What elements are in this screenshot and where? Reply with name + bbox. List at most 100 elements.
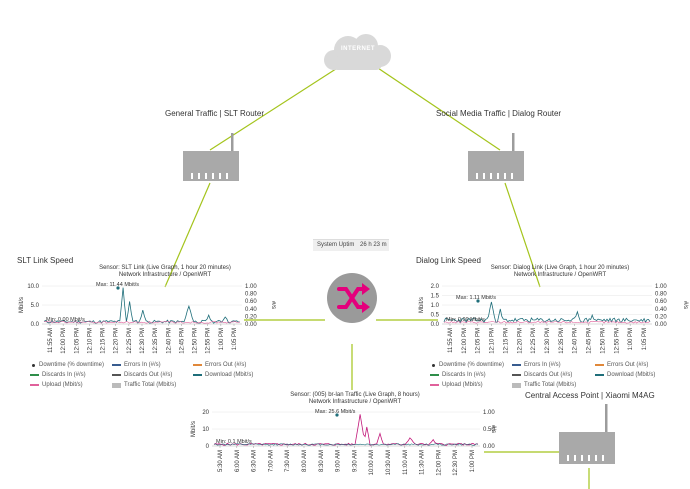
router-icon <box>468 133 524 181</box>
y2-tick-label: 0.20 <box>655 314 667 320</box>
link-internet-dialog <box>359 55 501 151</box>
y-tick-label: 10.0 <box>27 284 39 290</box>
x-tick-label: 1:05 PM <box>642 328 648 350</box>
min-label: Min: 0.00 Mbit/s <box>46 317 85 323</box>
y2-tick-label: 1.00 <box>245 284 257 290</box>
upload-series-line <box>443 320 651 324</box>
slt-link-chart[interactable]: 10.05.00.01.000.800.600.400.200.00Mbit/s… <box>14 282 276 360</box>
x-tick-label: 12:30 PM <box>545 328 551 354</box>
download-series-line <box>213 414 478 446</box>
x-tick-label: 6:30 AM <box>252 450 258 472</box>
x-tick-label: 10:00 AM <box>369 450 375 475</box>
access-point-label: Central Access Point | Xiaomi M4AG <box>525 391 655 400</box>
x-tick-label: 8:00 AM <box>302 450 308 472</box>
link-slt-chart <box>164 182 211 288</box>
router-icon <box>183 133 239 181</box>
access-point-node[interactable] <box>557 404 619 466</box>
y-tick-label: 1.5 <box>431 294 440 300</box>
x-tick-label: 12:05 PM <box>74 328 80 354</box>
dialog-link-chart[interactable]: 2.01.51.00.50.01.000.800.600.400.200.00M… <box>414 282 690 360</box>
x-tick-label: 12:10 PM <box>87 328 93 354</box>
system-uptime-box: System Uptim 26 h 23 m <box>313 239 389 251</box>
uptime-label: System Uptim <box>317 242 355 248</box>
max-marker <box>116 286 120 290</box>
x-tick-label: 12:35 PM <box>153 328 159 354</box>
download-series-line <box>443 301 651 324</box>
upload-series-line <box>214 443 479 446</box>
x-tick-label: 1:00 PM <box>470 450 476 472</box>
max-marker <box>476 299 480 303</box>
y2-tick-label: 0.00 <box>655 322 667 328</box>
y2-tick-label: 0.00 <box>483 444 495 450</box>
x-tick-label: 12:45 PM <box>179 328 185 354</box>
x-tick-label: 12:25 PM <box>531 328 537 354</box>
x-tick-label: 12:00 PM <box>61 328 67 354</box>
internet-node[interactable]: INTERNET <box>316 32 398 74</box>
x-tick-label: 12:00 PM <box>462 328 468 354</box>
x-tick-label: 5:30 AM <box>218 450 224 472</box>
x-tick-label: 12:00 PM <box>436 450 442 476</box>
x-tick-label: 12:05 PM <box>476 328 482 354</box>
x-tick-label: 10:30 AM <box>386 450 392 475</box>
slt-router-label: General Traffic | SLT Router <box>165 109 265 118</box>
min-label: Min: 0.1 Mbit/s <box>216 439 252 445</box>
x-tick-label: 12:30 PM <box>140 328 146 354</box>
x-tick-label: 1:00 PM <box>219 328 225 350</box>
access-point-icon <box>559 404 615 464</box>
upload-series-line <box>43 320 241 324</box>
x-tick-label: 9:30 AM <box>352 450 358 472</box>
core-switch-node[interactable] <box>326 272 378 324</box>
y-tick-label: 20 <box>202 410 209 416</box>
x-tick-label: 12:50 PM <box>600 328 606 354</box>
y2-tick-label: 0.60 <box>655 299 667 305</box>
y2-tick-label: 0.80 <box>655 292 667 298</box>
x-tick-label: 11:55 AM <box>48 328 54 353</box>
y-tick-label: 0.0 <box>431 322 440 328</box>
y2-axis-unit: #/s <box>270 301 276 309</box>
x-tick-label: 12:30 PM <box>453 450 459 476</box>
switch-icon <box>327 273 377 323</box>
x-tick-label: 12:55 PM <box>206 328 212 354</box>
max-label: Max: 1.11 Mbit/s <box>456 295 496 301</box>
max-label: Max: 11.44 Mbit/s <box>96 282 139 288</box>
slt-router-node[interactable] <box>181 133 241 185</box>
lan-caption-group: Network Infrastructure / OpenWRT <box>308 399 402 405</box>
x-tick-label: 1:00 PM <box>628 328 634 350</box>
slt-caption-sensor: Sensor: SLT Link (Live Graph, 1 hour 20 … <box>99 265 231 271</box>
y-tick-label: 2.0 <box>431 284 440 290</box>
y2-tick-label: 1.00 <box>655 284 667 290</box>
x-tick-label: 6:00 AM <box>235 450 241 472</box>
y2-tick-label: 0.50 <box>483 427 495 433</box>
cloud-icon <box>324 34 391 70</box>
dialog-router-node[interactable] <box>466 133 526 185</box>
y-tick-label: 1.0 <box>431 303 440 309</box>
y2-tick-label: 0.00 <box>245 322 257 328</box>
y2-tick-label: 0.80 <box>245 292 257 298</box>
lan-graph-caption: Sensor: (005) br-lan Traffic (Live Graph… <box>230 392 480 406</box>
x-tick-label: 11:55 AM <box>448 328 454 353</box>
download-series-line <box>43 287 240 324</box>
slt-panel-title: SLT Link Speed <box>17 256 74 265</box>
x-tick-label: 7:00 AM <box>268 450 274 472</box>
y2-tick-label: 0.40 <box>245 307 257 313</box>
dialog-graph-caption: Sensor: Dialog Link (Live Graph, 1 hour … <box>435 265 685 279</box>
y-axis-unit: Mbit/s <box>191 421 197 437</box>
y2-tick-label: 0.60 <box>245 299 257 305</box>
x-tick-label: 8:30 AM <box>319 450 325 472</box>
dialog-caption-sensor: Sensor: Dialog Link (Live Graph, 1 hour … <box>490 265 630 271</box>
x-tick-label: 12:15 PM <box>101 328 107 354</box>
lan-caption-sensor: Sensor: (005) br-lan Traffic (Live Graph… <box>290 392 420 398</box>
y2-axis-unit: #/s <box>490 425 496 433</box>
x-tick-label: 12:40 PM <box>573 328 579 354</box>
x-tick-label: 12:25 PM <box>127 328 133 354</box>
x-tick-label: 1:05 PM <box>232 328 238 350</box>
x-tick-label: 12:40 PM <box>166 328 172 354</box>
y2-axis-unit: #/s <box>682 301 688 309</box>
x-tick-label: 7:30 AM <box>285 450 291 472</box>
min-label: Min: 0.00 Mbit/s <box>446 317 485 323</box>
max-label: Max: 25.6 Mbit/s <box>315 409 356 415</box>
link-dialog-chart <box>504 182 541 288</box>
y-tick-label: 10 <box>202 427 209 433</box>
